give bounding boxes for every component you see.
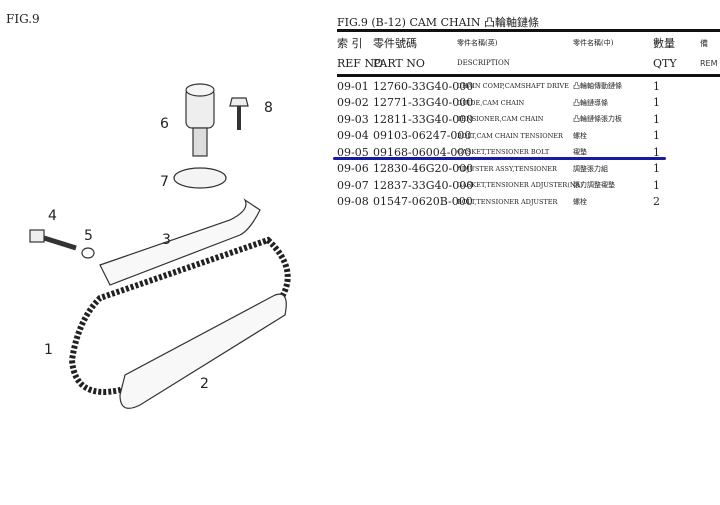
table-title: FIG.9 (B-12) CAM CHAIN 凸輪軸鏈條 bbox=[337, 16, 539, 29]
cell-ref: 09-02 bbox=[337, 96, 369, 110]
header: PART NO bbox=[373, 56, 425, 70]
callout-6: 6 bbox=[160, 116, 169, 132]
header: 備 bbox=[700, 38, 708, 48]
cell-ref: 09-08 bbox=[337, 195, 369, 209]
cell-ref: 09-07 bbox=[337, 178, 369, 192]
parts-table: FIG.9 (B-12) CAM CHAIN 凸輪軸鏈條 索 引 零件號碼 零件… bbox=[337, 14, 720, 210]
cell-desc: GASKET,TENSIONER BOLT bbox=[457, 148, 550, 157]
header: 數量 bbox=[653, 37, 675, 50]
cell-part: 12830-46G20-000 bbox=[373, 162, 474, 176]
header-rem: REM bbox=[700, 58, 718, 68]
cell-zh: 螺栓 bbox=[573, 131, 587, 140]
cell-ref: 09-05 bbox=[337, 145, 369, 159]
cell-part: 01547-0620B-000 bbox=[373, 195, 473, 209]
callout-4: 4 bbox=[48, 208, 57, 224]
cell-qty: 2 bbox=[653, 195, 660, 209]
cell-ref: 09-06 bbox=[337, 162, 369, 176]
highlight-underline bbox=[333, 157, 666, 160]
header: 零件名稱(中) bbox=[573, 39, 614, 47]
cell-part: 09168-06004-000 bbox=[373, 145, 472, 159]
cell-part: 12760-33G40-000 bbox=[373, 79, 474, 93]
cell-desc: BOLT,CAM CHAIN TENSIONER bbox=[457, 131, 563, 140]
cell-desc: TENSIONER,CAM CHAIN bbox=[457, 115, 544, 124]
guide-part bbox=[119, 293, 287, 409]
adjuster-gasket-part bbox=[173, 167, 227, 189]
cell-part: 12837-33G40-000 bbox=[373, 178, 474, 192]
cell-desc: GASKET,TENSIONER ADJUSTER(NA) bbox=[457, 181, 583, 190]
header: 索 引 bbox=[337, 37, 363, 50]
callout-3: 3 bbox=[162, 232, 171, 248]
callout-8: 8 bbox=[264, 100, 273, 116]
cell-desc: ADJUSTER ASSY,TENSIONER bbox=[457, 164, 557, 173]
cell-qty: 1 bbox=[653, 112, 660, 126]
cam-chain-part bbox=[68, 236, 291, 395]
cell-ref: 09-04 bbox=[337, 129, 369, 143]
cell-part: 12771-33G40-000 bbox=[373, 96, 474, 110]
callout-7: 7 bbox=[160, 174, 169, 190]
cell-desc: BOLT,TENSIONER ADJUSTER bbox=[457, 197, 558, 206]
callout-1: 1 bbox=[44, 342, 53, 358]
header: 零件號碼 bbox=[373, 37, 417, 50]
cam-chain-diagram: 6 8 7 4 5 3 1 2 bbox=[29, 83, 291, 409]
header: QTY bbox=[653, 56, 677, 70]
cell-qty: 1 bbox=[653, 145, 660, 159]
cell-zh: 凸輪鏈導條 bbox=[573, 98, 608, 107]
adjuster-bolt-part bbox=[229, 97, 249, 130]
header-row-zh: 索 引 零件號碼 零件名稱(英) 零件名稱(中) 數量 備 bbox=[337, 33, 720, 53]
tensioner-washer-part bbox=[81, 247, 95, 259]
header: DESCRIPTION bbox=[457, 59, 510, 67]
header-row-en: REF NO PART NO DESCRIPTION QTY REM bbox=[337, 53, 720, 73]
cell-qty: 1 bbox=[653, 129, 660, 143]
cell-zh: 張力調整襯墊 bbox=[573, 181, 615, 190]
cell-qty: 1 bbox=[653, 162, 660, 176]
callout-2: 2 bbox=[200, 376, 209, 392]
cell-qty: 1 bbox=[653, 178, 660, 192]
cell-zh: 凸輪鏈條張力板 bbox=[573, 115, 622, 124]
divider bbox=[337, 29, 720, 32]
cell-zh: 調整張力組 bbox=[573, 164, 608, 173]
header: REF NO bbox=[337, 56, 384, 70]
cell-qty: 1 bbox=[653, 96, 660, 110]
tensioner-adjuster-part bbox=[185, 83, 215, 157]
tensioner-bolt-part bbox=[29, 229, 77, 251]
divider bbox=[337, 74, 720, 77]
cell-zh: 螺栓 bbox=[573, 197, 587, 206]
cell-qty: 1 bbox=[653, 79, 660, 93]
cell-desc: CHAIN COMP,CAMSHAFT DRIVE bbox=[457, 82, 569, 91]
cell-ref: 09-03 bbox=[337, 112, 369, 126]
cell-zh: 襯墊 bbox=[573, 148, 587, 157]
cell-part: 12811-33G40-000 bbox=[373, 112, 474, 126]
cell-part: 09103-06247-000 bbox=[373, 129, 472, 143]
cell-desc: GUIDE,CAM CHAIN bbox=[457, 98, 525, 107]
tensioner-part bbox=[99, 198, 261, 286]
cell-zh: 凸輪軸傳動鏈條 bbox=[573, 82, 622, 91]
figure-label: FIG.9 bbox=[6, 12, 40, 26]
cell-ref: 09-01 bbox=[337, 79, 369, 93]
callout-5: 5 bbox=[84, 228, 93, 244]
header: 零件名稱(英) bbox=[457, 39, 498, 47]
